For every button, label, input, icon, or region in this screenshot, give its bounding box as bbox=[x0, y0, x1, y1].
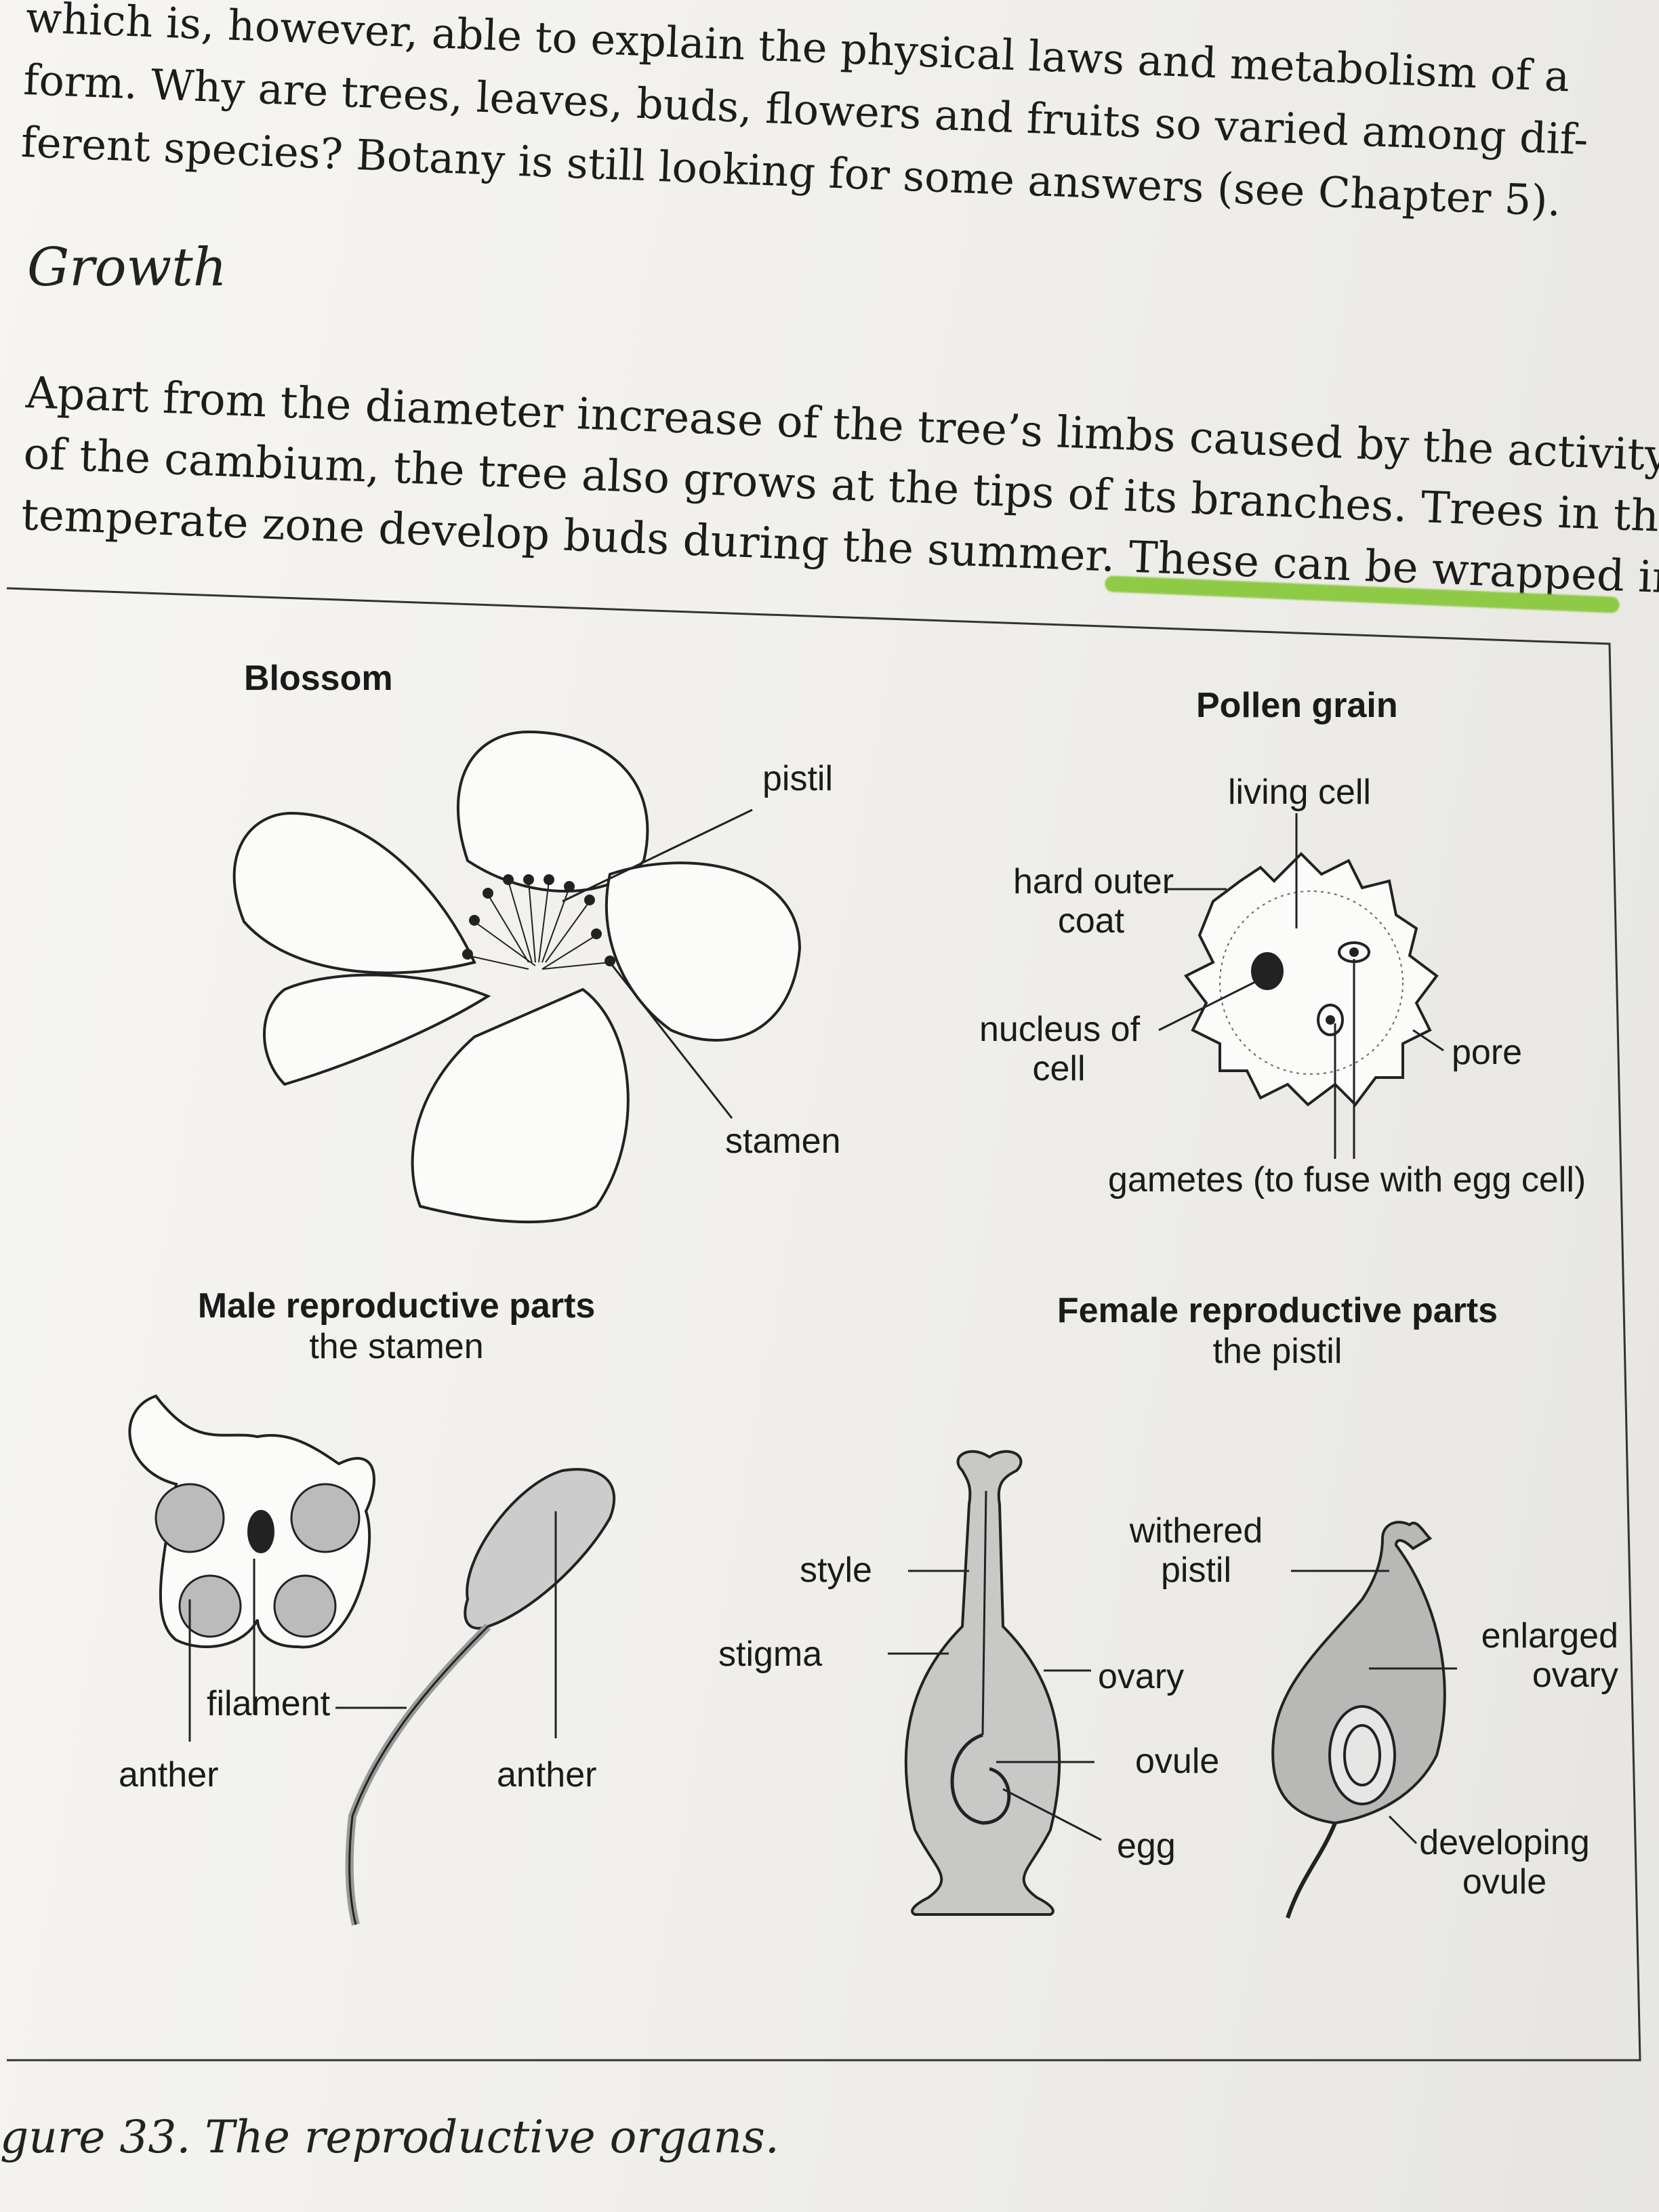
gametes-label: gametes (to fuse with egg cell) bbox=[1108, 1160, 1586, 1200]
enlarged-ovary-line-2: ovary bbox=[1532, 1656, 1618, 1695]
developing-ovule-label: developing ovule bbox=[1413, 1823, 1596, 1902]
male-parts-subtitle: the stamen bbox=[309, 1327, 484, 1366]
anther-cross-section bbox=[128, 1394, 375, 1649]
fruit-leader-lines bbox=[1291, 1570, 1457, 1845]
style-label: style bbox=[800, 1551, 872, 1590]
withered-pistil-line-1: withered bbox=[1129, 1511, 1263, 1551]
ovule-label: ovule bbox=[1135, 1742, 1220, 1781]
female-leader-lines bbox=[888, 1570, 1102, 1841]
enlarged-ovary-line-1: enlarged bbox=[1481, 1616, 1618, 1656]
anther-right-label: anther bbox=[497, 1755, 597, 1795]
pollen-grain-illustration bbox=[1183, 852, 1439, 1107]
female-parts-title: Female reproductive parts bbox=[1057, 1291, 1498, 1330]
pollen-grain-title: Pollen grain bbox=[1196, 686, 1398, 725]
living-cell-label: living cell bbox=[1228, 773, 1371, 812]
stigma-label: stigma bbox=[718, 1635, 823, 1674]
section-heading: Growth bbox=[27, 237, 227, 298]
stamen-label: stamen bbox=[725, 1122, 841, 1161]
figure-frame bbox=[6, 587, 1641, 2062]
male-leader-lines bbox=[188, 1511, 557, 1742]
developing-ovule-line-2: ovule bbox=[1462, 1862, 1547, 1902]
withered-pistil-label: withered pistil bbox=[1118, 1511, 1274, 1590]
egg-label: egg bbox=[1117, 1826, 1176, 1866]
figure-caption: gure 33. The reproductive organs. bbox=[0, 2111, 779, 2163]
male-parts-title: Male reproductive parts bbox=[197, 1286, 596, 1326]
pistil-illustration bbox=[904, 1450, 1061, 1916]
filament-label: filament bbox=[207, 1684, 331, 1723]
hard-outer-coat-label: hard outer coat bbox=[1013, 862, 1174, 941]
stamen-side-view bbox=[345, 1468, 616, 1926]
pore-label: pore bbox=[1452, 1033, 1523, 1072]
blossom-illustration bbox=[232, 730, 802, 1224]
anther-left-label: anther bbox=[119, 1755, 219, 1795]
blossom-title: Blossom bbox=[244, 659, 393, 698]
withered-pistil-line-2: pistil bbox=[1160, 1551, 1232, 1590]
ovary-label: ovary bbox=[1098, 1657, 1185, 1696]
pollen-leader-lines bbox=[1158, 813, 1444, 1159]
developing-ovule-line-1: developing bbox=[1419, 1823, 1590, 1862]
enlarged-ovary-label: enlarged ovary bbox=[1456, 1616, 1618, 1695]
hard-outer-coat-line-2: coat bbox=[1057, 901, 1125, 941]
nucleus-of-cell-label: nucleus of cell bbox=[979, 1010, 1141, 1088]
female-parts-subtitle: the pistil bbox=[1212, 1332, 1343, 1371]
nucleus-line-1: nucleus of bbox=[979, 1010, 1141, 1049]
enlarged-ovary-illustration bbox=[1271, 1521, 1446, 1919]
blossom-leader-lines bbox=[562, 808, 753, 1119]
nucleus-line-2: cell bbox=[1032, 1049, 1086, 1088]
pistil-label: pistil bbox=[762, 759, 834, 798]
hard-outer-coat-line-1: hard outer bbox=[1013, 862, 1174, 901]
